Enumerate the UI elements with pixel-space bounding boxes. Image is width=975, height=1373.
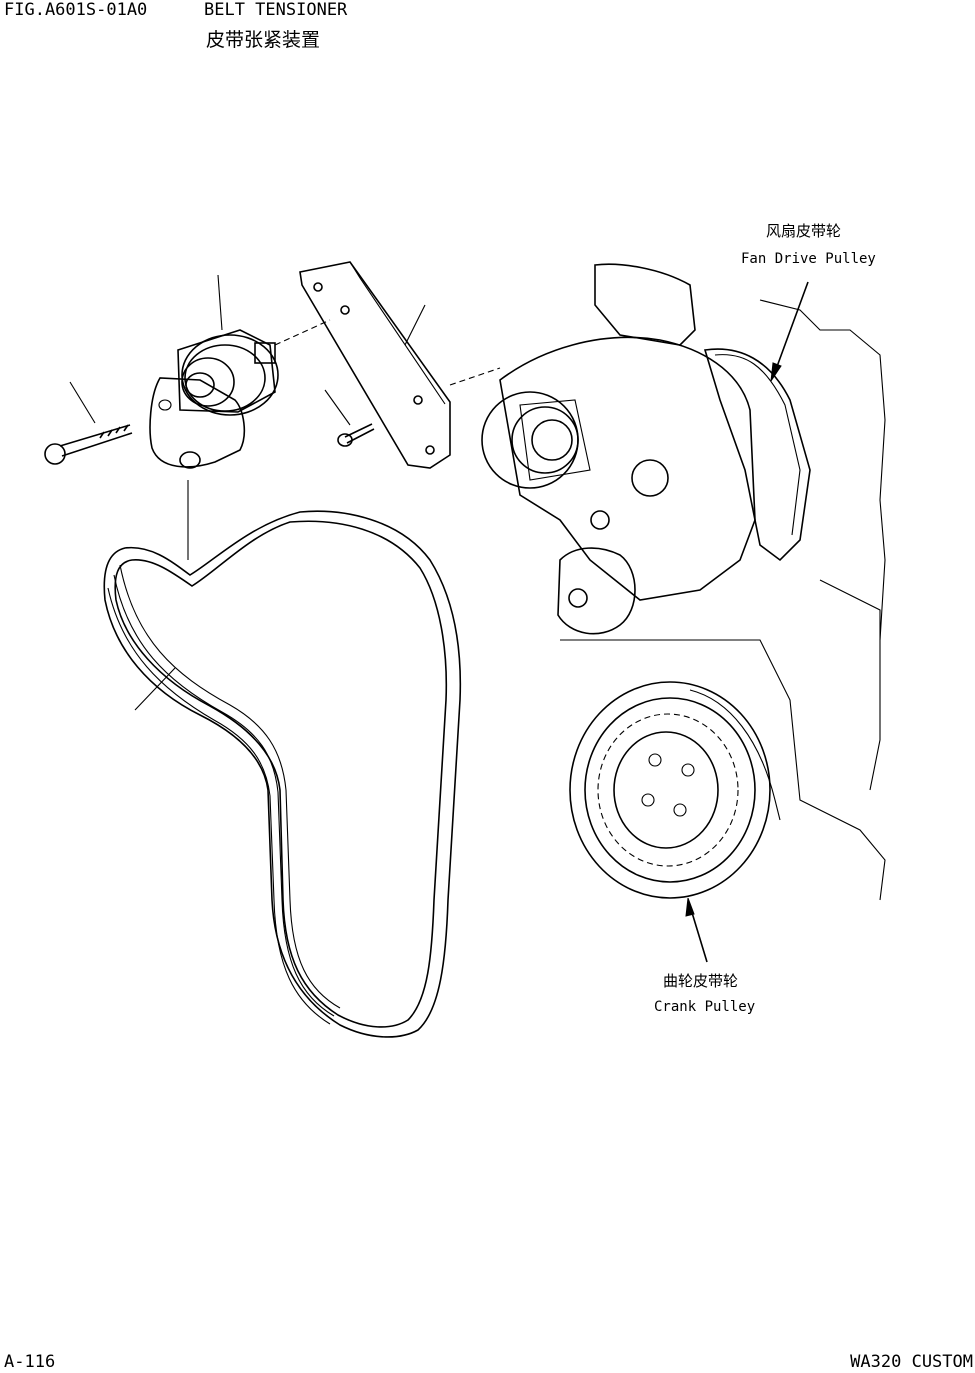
figure-code: FIG.A601S-01A0: [4, 0, 148, 20]
fan-pulley-label-cn: 风扇皮带轮: [766, 222, 842, 240]
figure-title: BELT TENSIONER: [204, 0, 348, 20]
crank-pulley-arrow: [685, 897, 708, 963]
page-number: A-116: [4, 1352, 56, 1372]
model-name: WA320 CUSTOM: [850, 1352, 973, 1372]
fan-pulley-arrow: [770, 281, 809, 382]
bracket-drawing: [299, 261, 501, 469]
crank-pulley-label-cn: 曲轮皮带轮: [663, 972, 739, 990]
fan-pulley-label-en: Fan Drive Pulley: [741, 251, 876, 267]
figure-title-cn: 皮带张紧装置: [206, 29, 321, 51]
engine-drawing: [481, 263, 886, 901]
tensioner-drawing: [44, 274, 331, 560]
crank-pulley-label-en: Crank Pulley: [654, 999, 756, 1015]
belt-drawing: [103, 510, 462, 1038]
